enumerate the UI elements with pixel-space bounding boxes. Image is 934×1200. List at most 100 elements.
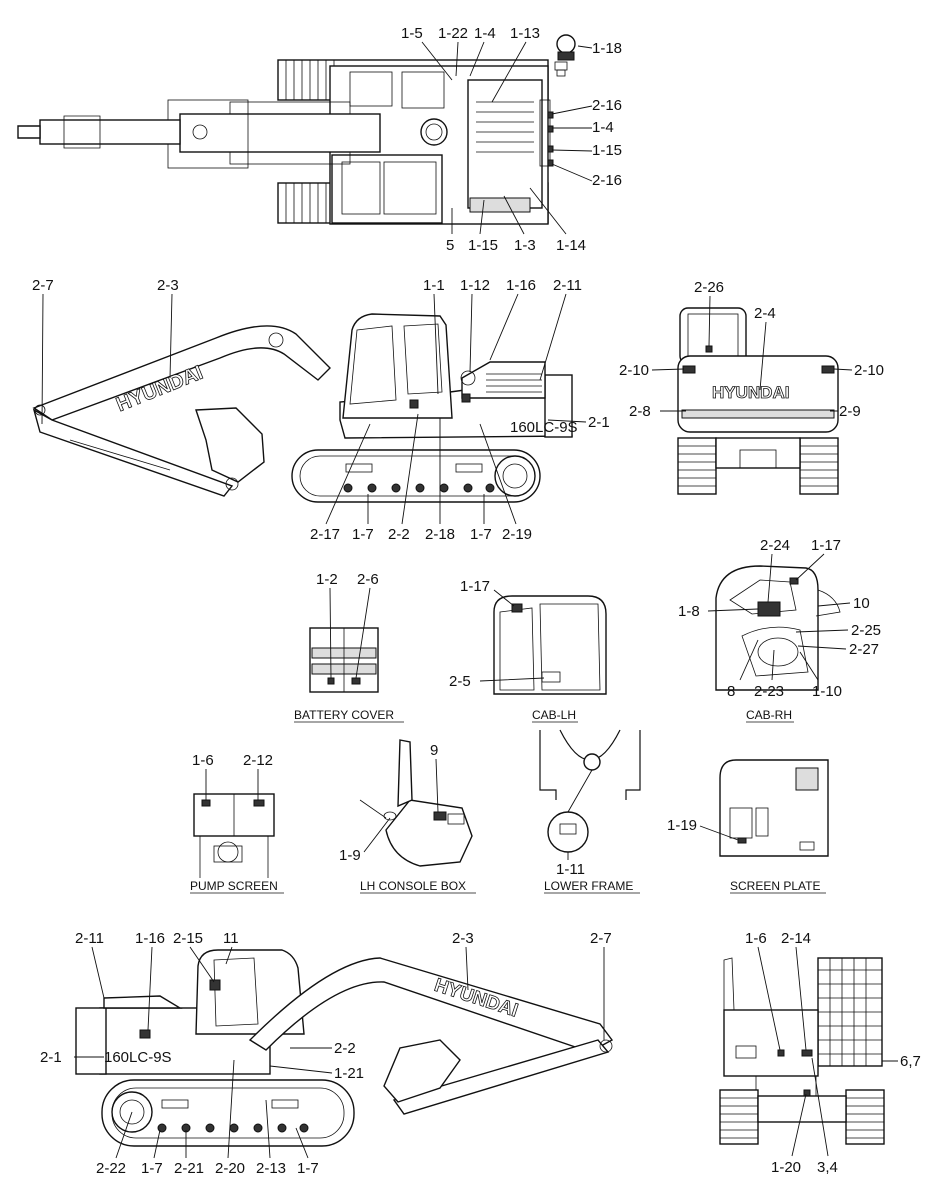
callout-label: 2-17 xyxy=(310,526,340,543)
caption-battery-cover: BATTERY COVER xyxy=(294,708,394,722)
callout-label: 2-11 xyxy=(75,930,104,947)
callout-label: 6,7 xyxy=(900,1053,921,1070)
callout-label: 1-6 xyxy=(745,930,767,947)
callout-label: 2-26 xyxy=(694,279,724,296)
callout-label: 2-18 xyxy=(425,526,455,543)
right-side-model-text: 160LC-9S xyxy=(104,1049,172,1066)
callout-label: 2-14 xyxy=(781,930,811,947)
callout-label: 2-13 xyxy=(256,1160,286,1177)
caption-lower-frame: LOWER FRAME xyxy=(544,879,633,893)
callout-label: 1-20 xyxy=(771,1159,801,1176)
callout-label: 2-12 xyxy=(243,752,273,769)
callout-label: 1-17 xyxy=(811,537,841,554)
battery-cover xyxy=(309,627,379,693)
callout-label: 1-14 xyxy=(556,237,586,254)
callout-label: 1-17 xyxy=(460,578,490,595)
cab-lh-frame xyxy=(493,595,607,695)
top-view-cab xyxy=(331,154,443,224)
rear-view-track-right xyxy=(799,437,839,495)
callouts: 1-5 1-22 1-4 1-13 1-18 2-16 1-4 1-15 2-1… xyxy=(32,25,921,1177)
rear-view: HYUNDAI xyxy=(677,307,839,495)
callout-label: 1-4 xyxy=(474,25,496,42)
callout-label: 1-19 xyxy=(667,817,697,834)
pump-screen xyxy=(193,793,275,878)
callout-label: 2-10 xyxy=(854,362,884,379)
callout-label: 3,4 xyxy=(817,1159,838,1176)
callout-label: 2-23 xyxy=(754,683,784,700)
lower-frame-detail-1-11 xyxy=(547,811,589,853)
right-side-bucket xyxy=(383,1039,461,1103)
top-view-counterweight xyxy=(467,79,543,209)
callout-label: 5 xyxy=(446,237,454,254)
callout-label: 1-5 xyxy=(401,25,423,42)
top-view xyxy=(17,34,576,225)
callout-label: 1-9 xyxy=(339,847,361,864)
left-side-boom xyxy=(32,325,331,421)
callout-label: 2-5 xyxy=(449,673,471,690)
callout-label: 2-3 xyxy=(452,930,474,947)
left-side-view: 160LC-9S HYUNDAI xyxy=(32,313,578,503)
callout-label: 2-9 xyxy=(839,403,861,420)
caption-pump-screen: PUMP SCREEN xyxy=(190,879,278,893)
top-view-detail-1-18 xyxy=(554,34,576,77)
callout-label: 2-25 xyxy=(851,622,881,639)
lower-frame-outline xyxy=(539,730,641,800)
callout-label: 1-8 xyxy=(678,603,700,620)
screen-plate xyxy=(719,759,829,857)
callout-label: 2-2 xyxy=(334,1040,356,1057)
callout-label: 2-4 xyxy=(754,305,776,322)
callout-label: 2-19 xyxy=(502,526,532,543)
right-side-cab xyxy=(195,949,305,1035)
lower-frame xyxy=(539,729,641,853)
callout-label: 2-10 xyxy=(619,362,649,379)
left-side-sprocket xyxy=(494,455,536,497)
left-side-model-text: 160LC-9S xyxy=(510,419,578,436)
callout-label: 1-4 xyxy=(592,119,614,136)
caption-cab-lh: CAB-LH xyxy=(532,708,576,722)
lh-console-body xyxy=(385,799,473,867)
callout-label: 1-15 xyxy=(468,237,498,254)
callout-label: 2-7 xyxy=(32,277,54,294)
callout-label: 1-7 xyxy=(141,1160,163,1177)
callout-label: 1-7 xyxy=(470,526,492,543)
callout-label: 2-1 xyxy=(40,1049,62,1066)
callout-label: 8 xyxy=(727,683,735,700)
callout-label: 2-6 xyxy=(357,571,379,588)
front-view-body xyxy=(723,1009,819,1077)
callout-label: 10 xyxy=(853,595,870,612)
callout-label: 2-8 xyxy=(629,403,651,420)
callout-label: 2-27 xyxy=(849,641,879,658)
callout-label: 1-3 xyxy=(514,237,536,254)
callout-label: 2-22 xyxy=(96,1160,126,1177)
left-side-track-frame xyxy=(291,449,541,503)
callout-label: 2-3 xyxy=(157,277,179,294)
callout-label: 2-1 xyxy=(588,414,610,431)
callout-label: 2-11 xyxy=(553,277,582,294)
callout-label: 2-15 xyxy=(173,930,203,947)
left-side-arm xyxy=(32,408,234,497)
callout-label: 1-16 xyxy=(506,277,536,294)
callout-label: 2-20 xyxy=(215,1160,245,1177)
callout-label: 1-13 xyxy=(510,25,540,42)
callout-label: 11 xyxy=(223,930,239,947)
left-side-bucket xyxy=(195,407,265,483)
callout-label: 1-6 xyxy=(192,752,214,769)
left-side-cab xyxy=(342,313,453,419)
cab-lh xyxy=(493,595,607,695)
rear-view-brand-text: HYUNDAI xyxy=(712,383,789,402)
front-view xyxy=(719,957,885,1145)
callout-label: 1-12 xyxy=(460,277,490,294)
callout-label: 1-7 xyxy=(352,526,374,543)
right-side-boom xyxy=(248,957,614,1053)
callout-label: 1-15 xyxy=(592,142,622,159)
caption-screen-plate: SCREEN PLATE xyxy=(730,879,820,893)
callout-label: 2-16 xyxy=(592,97,622,114)
callout-label: 2-21 xyxy=(174,1160,204,1177)
front-view-track-left xyxy=(719,1089,759,1145)
cab-rh xyxy=(715,565,841,691)
callout-label: 1-11 xyxy=(556,861,585,878)
callout-label: 1-7 xyxy=(297,1160,319,1177)
callout-label: 1-18 xyxy=(592,40,622,57)
callout-label: 9 xyxy=(430,742,438,759)
